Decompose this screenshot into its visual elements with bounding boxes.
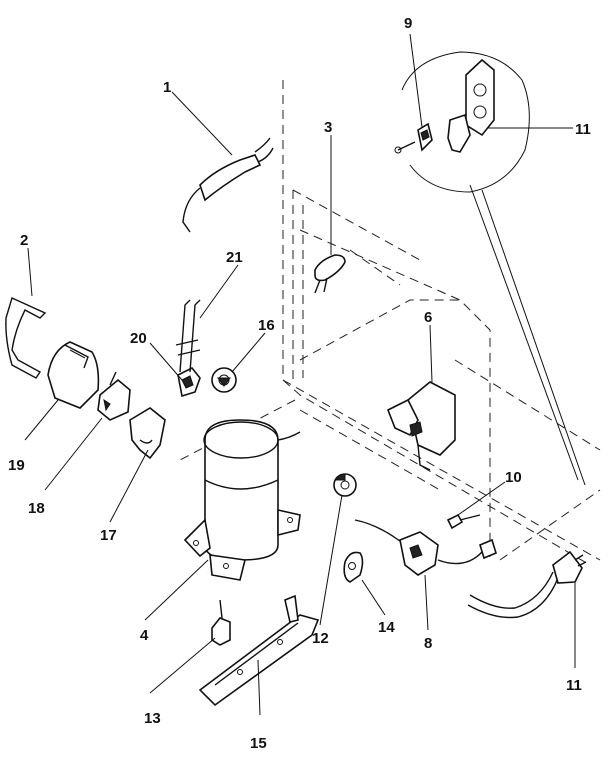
detail-inset [394,51,586,486]
callout-3: 3 [324,119,332,136]
callout-20: 20 [130,330,147,347]
callout-4: 4 [140,627,149,644]
callout-11-lower: 11 [566,677,582,694]
part-11-power-cord-lower [467,550,587,619]
callout-19: 19 [8,457,25,474]
part-14-clamp [343,551,364,583]
callout-9: 9 [404,15,412,32]
callout-17: 17 [100,527,117,544]
callout-8: 8 [424,635,432,652]
part-8-harness [354,519,497,631]
leader-lines [24,33,576,716]
part-4-compressor [183,419,301,581]
callout-10: 10 [505,469,522,486]
part-3-clip [314,254,346,294]
part-15-rail [198,594,320,707]
callout-13: 13 [144,710,161,727]
part-20-connector [177,366,201,398]
part-19-cover [47,341,100,409]
callout-6: 6 [424,309,432,326]
part-10-screw [446,513,481,530]
part-16-grommet [211,367,237,393]
part-2-clip [5,297,47,379]
callout-15: 15 [250,735,267,752]
part-12-washer [333,473,357,497]
part-6-fan-bracket [386,381,456,471]
part-18-relay [97,371,131,421]
callout-labels: 1 2 3 4 6 8 9 10 11 11 12 13 14 15 16 17… [8,15,591,752]
callout-12: 12 [312,630,329,647]
callout-1: 1 [163,79,171,96]
part-17-overload [129,407,166,460]
part-21-leads [175,299,201,373]
callout-16: 16 [258,317,275,334]
callout-11-upper: 11 [575,121,591,138]
callout-14: 14 [378,619,395,636]
callout-2: 2 [20,232,28,249]
callout-18: 18 [28,500,45,517]
part-1-drier [182,137,274,233]
callout-21: 21 [226,249,243,266]
